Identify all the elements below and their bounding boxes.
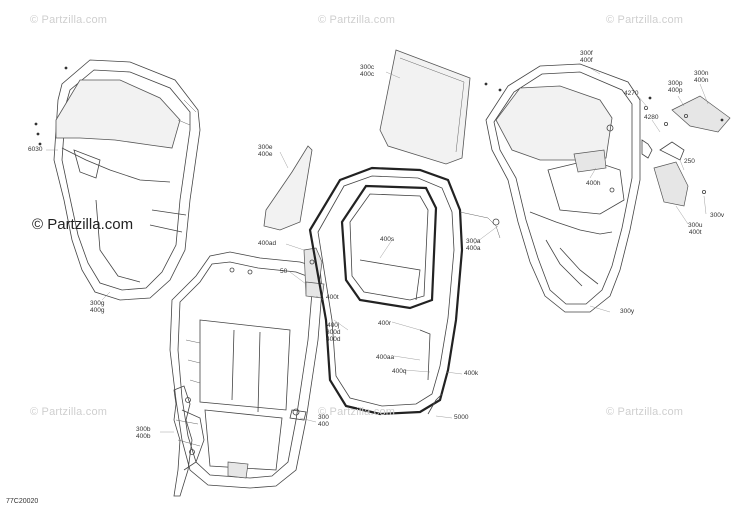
callout-300-400: 300 400 xyxy=(318,414,329,428)
watermark: © Partzilla.com xyxy=(30,406,108,418)
hinge-bracket xyxy=(303,247,325,299)
outer-door-panel-left xyxy=(53,59,201,301)
watermark: © Partzilla.com xyxy=(606,14,684,26)
right-small-parts xyxy=(641,95,731,207)
callout-5000: 5000 xyxy=(454,414,469,421)
callout-300n-400n: 300n 400n xyxy=(694,70,709,84)
callout-300g-400g: 300g 400g xyxy=(90,300,105,314)
callout-400t: 400t xyxy=(326,294,339,301)
watermark: © Partzilla.com xyxy=(318,14,396,26)
outer-door-panel-right xyxy=(485,63,641,313)
callout-300u-400t: 300u 400t xyxy=(688,222,703,236)
leader-lines xyxy=(46,67,709,433)
callout-300e-400e: 300e 400e xyxy=(258,144,273,158)
diagram-code: 77C20020 xyxy=(6,498,39,505)
callout-300y: 300y xyxy=(620,308,635,315)
callout-6030: 6030 xyxy=(28,146,43,153)
callout-300p-400p: 300p 400p xyxy=(668,80,683,94)
callout-400s: 400s xyxy=(380,236,395,243)
callout-4270: 4270 xyxy=(624,90,639,97)
window-regulator xyxy=(173,385,205,497)
door-seal-frame xyxy=(308,166,501,416)
rod-5000 xyxy=(427,393,443,415)
callout-400r: 400r xyxy=(378,320,392,327)
watermark: © Partzilla.com xyxy=(30,14,108,26)
triangle-glass xyxy=(263,145,313,231)
watermark: © Partzilla.com xyxy=(606,406,684,418)
fastener-dots xyxy=(34,66,724,146)
callout-50: 50 xyxy=(280,268,288,275)
callout-400k: 400k xyxy=(464,370,479,377)
watermark: © Partzilla.com xyxy=(318,406,396,418)
callout-300v: 300v xyxy=(710,212,725,219)
callout-300a-400a: 300a 400a xyxy=(466,238,481,252)
door-frame xyxy=(169,251,323,489)
upper-glass-pane xyxy=(379,49,471,165)
callout-250: 250 xyxy=(684,158,695,165)
callout-4280: 4280 xyxy=(644,114,659,121)
callout-400j-300d-400d: 400j 300d 400d xyxy=(326,322,341,343)
callout-400q: 400q xyxy=(392,368,407,375)
brand-watermark: © Partzilla.com xyxy=(32,216,134,233)
callout-400ad: 400ad xyxy=(258,240,277,247)
callout-300c-400c: 300c 400c xyxy=(360,64,375,78)
callout-300f-400f: 300f 400f xyxy=(580,50,593,64)
callout-400aa: 400aa xyxy=(376,354,395,361)
callout-300b-400b: 300b 400b xyxy=(136,426,151,440)
callout-400h: 400h xyxy=(586,180,601,187)
